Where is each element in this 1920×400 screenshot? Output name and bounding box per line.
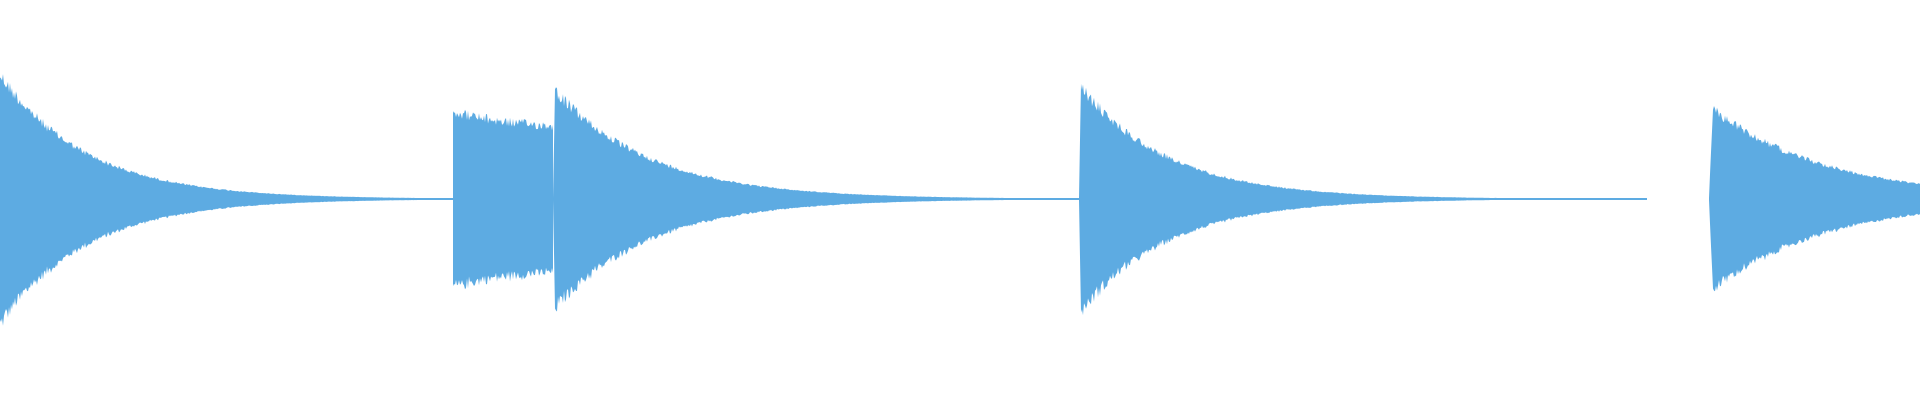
waveform-clip-1: [0, 74, 453, 326]
